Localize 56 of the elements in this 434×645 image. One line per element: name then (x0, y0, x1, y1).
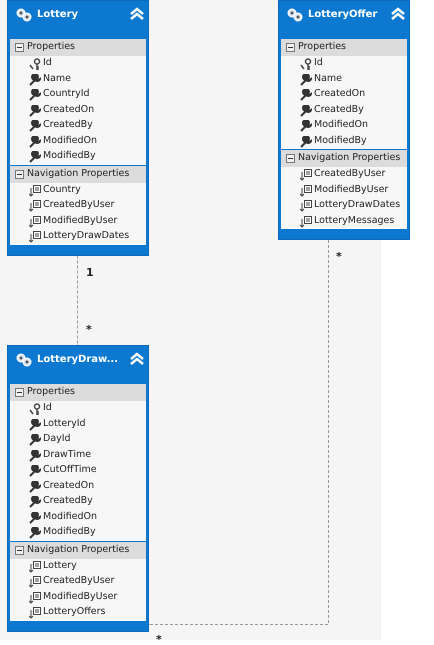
property-name: LotteryId (43, 418, 86, 428)
property-name: LotteryDrawDates (43, 230, 130, 241)
property-name: ModifiedBy (314, 134, 367, 146)
property-name: Lottery (43, 560, 77, 570)
property-name: ModifiedOn (43, 134, 98, 146)
section-heading: Navigation Properties (298, 152, 400, 163)
entity-box (7, 345, 149, 632)
property-name: CreatedBy (43, 119, 93, 130)
property-name: Id (43, 402, 52, 413)
entity-box (7, 0, 149, 256)
property-name: CountryId (43, 88, 90, 99)
property-section (10, 540, 146, 620)
property-name: ModifiedBy (43, 150, 96, 161)
property-name: ModifiedOn (314, 119, 368, 130)
section-heading: Properties (27, 386, 76, 397)
property-section (281, 149, 407, 229)
property-section (281, 38, 407, 149)
entity-box (278, 0, 410, 240)
property-name: CreatedByUser (43, 575, 114, 586)
property-name: ModifiedByUser (43, 214, 118, 226)
property-name: Id (314, 57, 323, 68)
section-heading: Properties (298, 41, 346, 52)
property-name: CreatedByUser (43, 199, 114, 210)
section-heading: Properties (27, 41, 76, 52)
property-name: ModifiedByUser (43, 590, 118, 602)
section-heading: Navigation Properties (27, 168, 130, 178)
property-section (10, 164, 146, 244)
property-section (10, 383, 146, 540)
property-name: CreatedOn (314, 88, 366, 99)
property-name: CreatedOn (43, 104, 94, 114)
property-name: LotteryDrawDates (314, 199, 400, 210)
property-section (10, 38, 146, 164)
property-name: CreatedByUser (314, 168, 386, 179)
property-name: DrawTime (43, 448, 92, 460)
section-heading: Navigation Properties (27, 544, 130, 554)
property-name: CreatedBy (314, 104, 364, 114)
property-name: CreatedBy (43, 495, 93, 506)
property-name: ModifiedOn (43, 510, 98, 522)
entity-title: LotteryOffer (308, 9, 378, 20)
property-name: LotteryOffers (43, 606, 106, 617)
property-name: ModifiedByUser (314, 184, 388, 194)
multiplicity-label: * (156, 633, 162, 645)
property-name: CreatedOn (43, 480, 94, 490)
multiplicity-label: * (336, 250, 342, 263)
property-name: Name (314, 72, 342, 84)
property-name: LotteryMessages (314, 214, 394, 226)
property-name: DayId (43, 433, 71, 444)
entity-title: LotteryDraw... (37, 354, 118, 365)
entity-title: Lottery (37, 9, 78, 20)
property-name: ModifiedBy (43, 526, 96, 537)
property-name: Name (43, 72, 72, 84)
property-name: Id (43, 57, 52, 68)
property-name: CutOffTime (43, 464, 97, 475)
multiplicity-label: 1 (86, 266, 94, 279)
multiplicity-label: * (86, 323, 92, 336)
property-name: Country (43, 184, 81, 194)
